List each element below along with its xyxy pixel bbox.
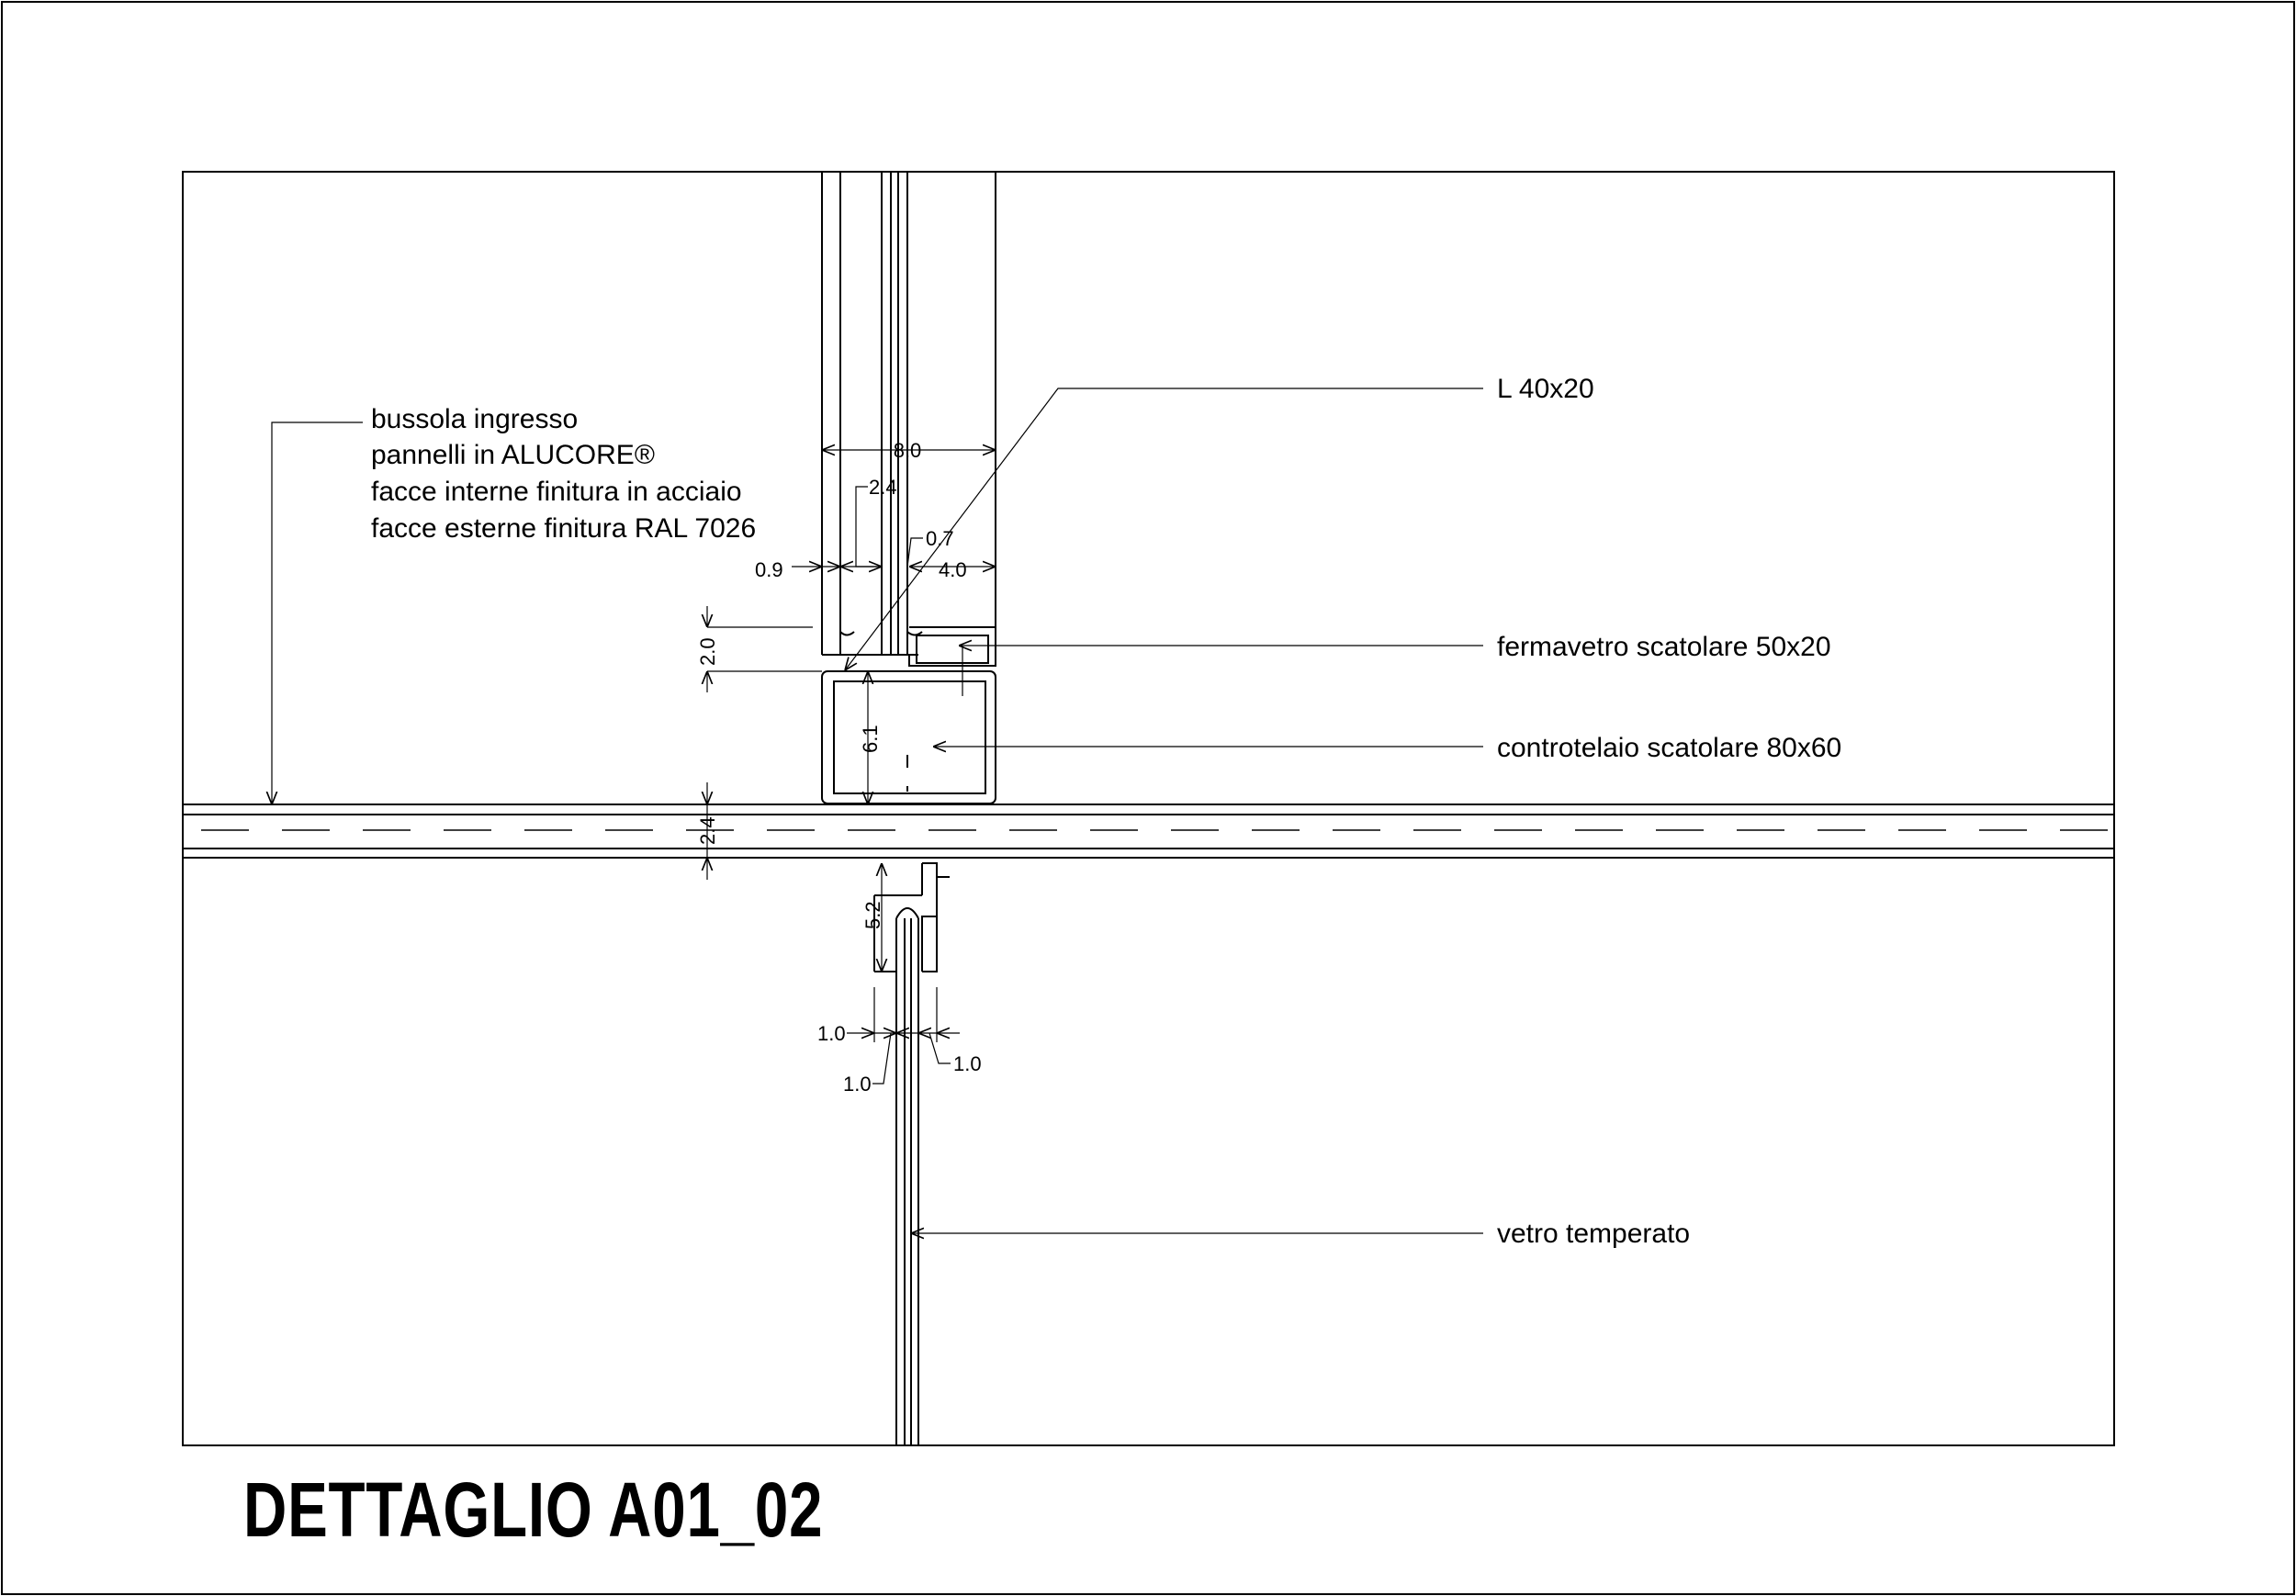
dimension-lines	[707, 450, 996, 1085]
dim-1-0-left: 1.0	[817, 1022, 846, 1045]
dim-6-1: 6.1	[859, 725, 882, 753]
fermavetro-label: fermavetro scatolare 50x20	[1497, 632, 1831, 662]
alucore-panel	[821, 172, 996, 656]
dim-4-0: 4.0	[939, 558, 967, 581]
fermavetro-tube	[916, 635, 989, 664]
dim-1-0-right: 1.0	[953, 1052, 982, 1075]
dim-2-4-floor: 2.4	[696, 816, 719, 845]
dim-0-9: 0.9	[755, 558, 783, 581]
angle-l-40x20	[908, 626, 996, 667]
glass-door	[873, 862, 950, 1445]
glass-label: vetro temperato	[1497, 1219, 1690, 1249]
bussola-label-line-2: pannelli in ALUCORE®	[371, 440, 655, 470]
dim-1-0-lower: 1.0	[843, 1073, 872, 1096]
controtelaio-label: controtelaio scatolare 80x60	[1497, 733, 1841, 763]
dim-2-4-top: 2.4	[869, 476, 897, 499]
dim-5-2: 5.2	[861, 901, 884, 929]
bussola-label-line-4: facce esterne finitura RAL 7026	[371, 513, 756, 544]
angle-label: L 40x20	[1497, 374, 1594, 404]
controtelaio-tube	[821, 670, 996, 804]
bussola-label-line-3: facce interne finitura in acciaio	[371, 477, 742, 507]
floor-band	[183, 804, 2114, 859]
drawing-frame	[182, 171, 2115, 1446]
bussola-label-line-1: bussola ingresso	[371, 404, 578, 434]
dim-0-7: 0.7	[926, 527, 954, 550]
dim-2-0: 2.0	[696, 637, 719, 666]
dim-8-0: 8.0	[894, 439, 922, 462]
leader-lines	[272, 388, 1483, 1233]
drawing-title: DETTAGLIO A01_02	[243, 1467, 823, 1553]
